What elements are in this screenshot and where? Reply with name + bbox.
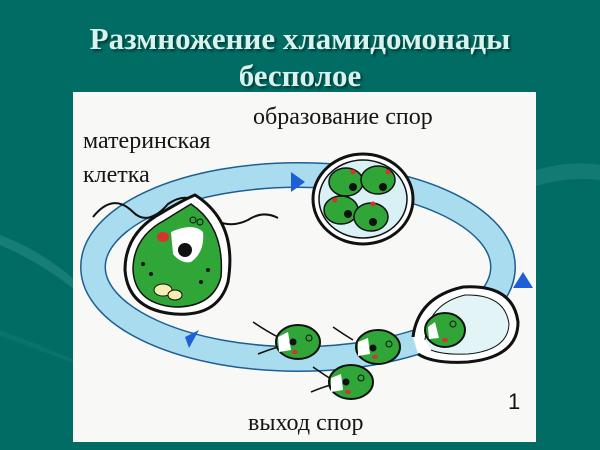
label-spore-formation: образование спор [253,104,433,130]
title-line-1: Размножение хламидомонады [89,21,511,56]
label-mother-cell: материнская клетка [83,128,211,188]
cycle-arrow-icon [291,172,305,192]
life-cycle-diagram [80,152,533,400]
label-mother-cell-line2: клетка [83,162,150,188]
title-line-2: бесполое [238,58,362,93]
illustration-panel: материнская клетка образование спор выхо… [73,92,536,442]
cycle-arrow-icon [513,272,533,288]
mother-cell-icon [92,193,279,316]
figure-number: 1 [508,389,521,414]
label-spore-release: выход спор [248,410,364,436]
slide-title: Размножение хламидомонады бесполое [0,20,600,94]
released-spores-icon [252,285,520,400]
spore-formation-icon [311,152,415,246]
label-mother-cell-line1: материнская [83,128,211,154]
cycle-arrow-icon [185,330,199,348]
